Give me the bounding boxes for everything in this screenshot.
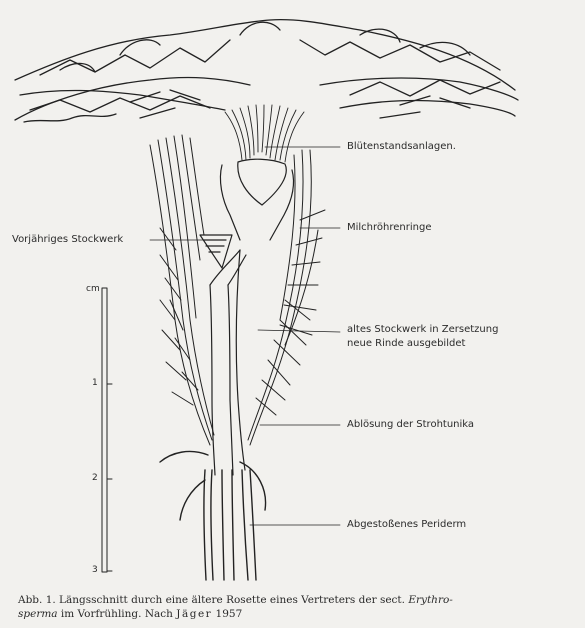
central-stem — [200, 159, 294, 475]
caption-author: Jäger — [176, 608, 212, 620]
rosette-leaves — [15, 20, 518, 122]
scale-bar — [102, 288, 112, 572]
right-sheath — [248, 150, 325, 445]
scale-tick-1: 1 — [92, 378, 98, 388]
label-neue-rinde: neue Rinde ausgebildet — [347, 338, 465, 349]
caption-year: 1957 — [212, 608, 242, 620]
label-altes-stockwerk: altes Stockwerk in Zersetzung — [347, 324, 498, 335]
caption-italic1: Erythro- — [408, 594, 453, 606]
left-sheath — [150, 135, 214, 445]
label-abgestossenes-periderm: Abgestoßenes Periderm — [347, 519, 466, 530]
caption-italic2: sperma — [18, 608, 58, 620]
caption-part1: Abb. 1. Längsschnitt durch eine ältere R… — [18, 594, 408, 606]
rhizome — [160, 451, 266, 580]
label-abloesung-strohtunika: Ablösung der Strohtunika — [347, 419, 474, 430]
scale-tick-2: 2 — [92, 473, 98, 483]
label-milchroehrenringe: Milchröhrenringe — [347, 222, 431, 233]
figure-caption: Abb. 1. Längsschnitt durch eine ältere R… — [18, 593, 578, 621]
label-bluetenstandsanlagen: Blütenstandsanlagen. — [347, 141, 456, 152]
label-vorjaehriges-stockwerk: Vorjähriges Stockwerk — [12, 234, 123, 245]
scale-unit: cm — [86, 284, 100, 294]
leaf-fibers — [225, 105, 304, 162]
caption-part2: im Vorfrühling. Nach — [58, 608, 177, 620]
scale-tick-3: 3 — [92, 565, 98, 575]
